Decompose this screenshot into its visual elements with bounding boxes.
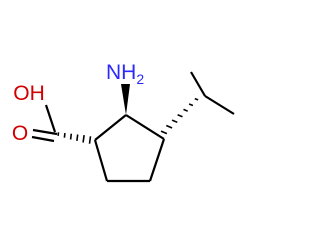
bond-carboxyl-carbonyl xyxy=(32,128,58,136)
bond-carboxyl-carbonyl-second xyxy=(31,135,55,143)
hashed-bond-carboxyl xyxy=(57,132,92,144)
amine-label-subscript: 2 xyxy=(136,71,144,87)
wedge-bond-amine xyxy=(121,84,130,115)
hydroxyl-label: OH xyxy=(13,82,45,105)
bond-ring-c5-c1 xyxy=(93,139,109,182)
hashed-bond-isopropyl xyxy=(160,97,199,135)
amine-label: NH2 xyxy=(106,61,144,87)
bond-isopropyl-methyl-right xyxy=(204,95,235,115)
carbonyl-oxygen-label: O xyxy=(12,122,28,145)
molecule-structure: OH O NH2 xyxy=(12,61,235,183)
amine-label-main: NH xyxy=(106,61,136,84)
bond-isopropyl-methyl-left xyxy=(190,71,206,97)
bond-ring-c3-c4 xyxy=(148,138,166,182)
bond-ring-c2-c3 xyxy=(125,114,165,140)
bond-carboxyl-hydroxyl xyxy=(44,104,57,133)
bond-ring-c1-c2 xyxy=(94,114,127,141)
